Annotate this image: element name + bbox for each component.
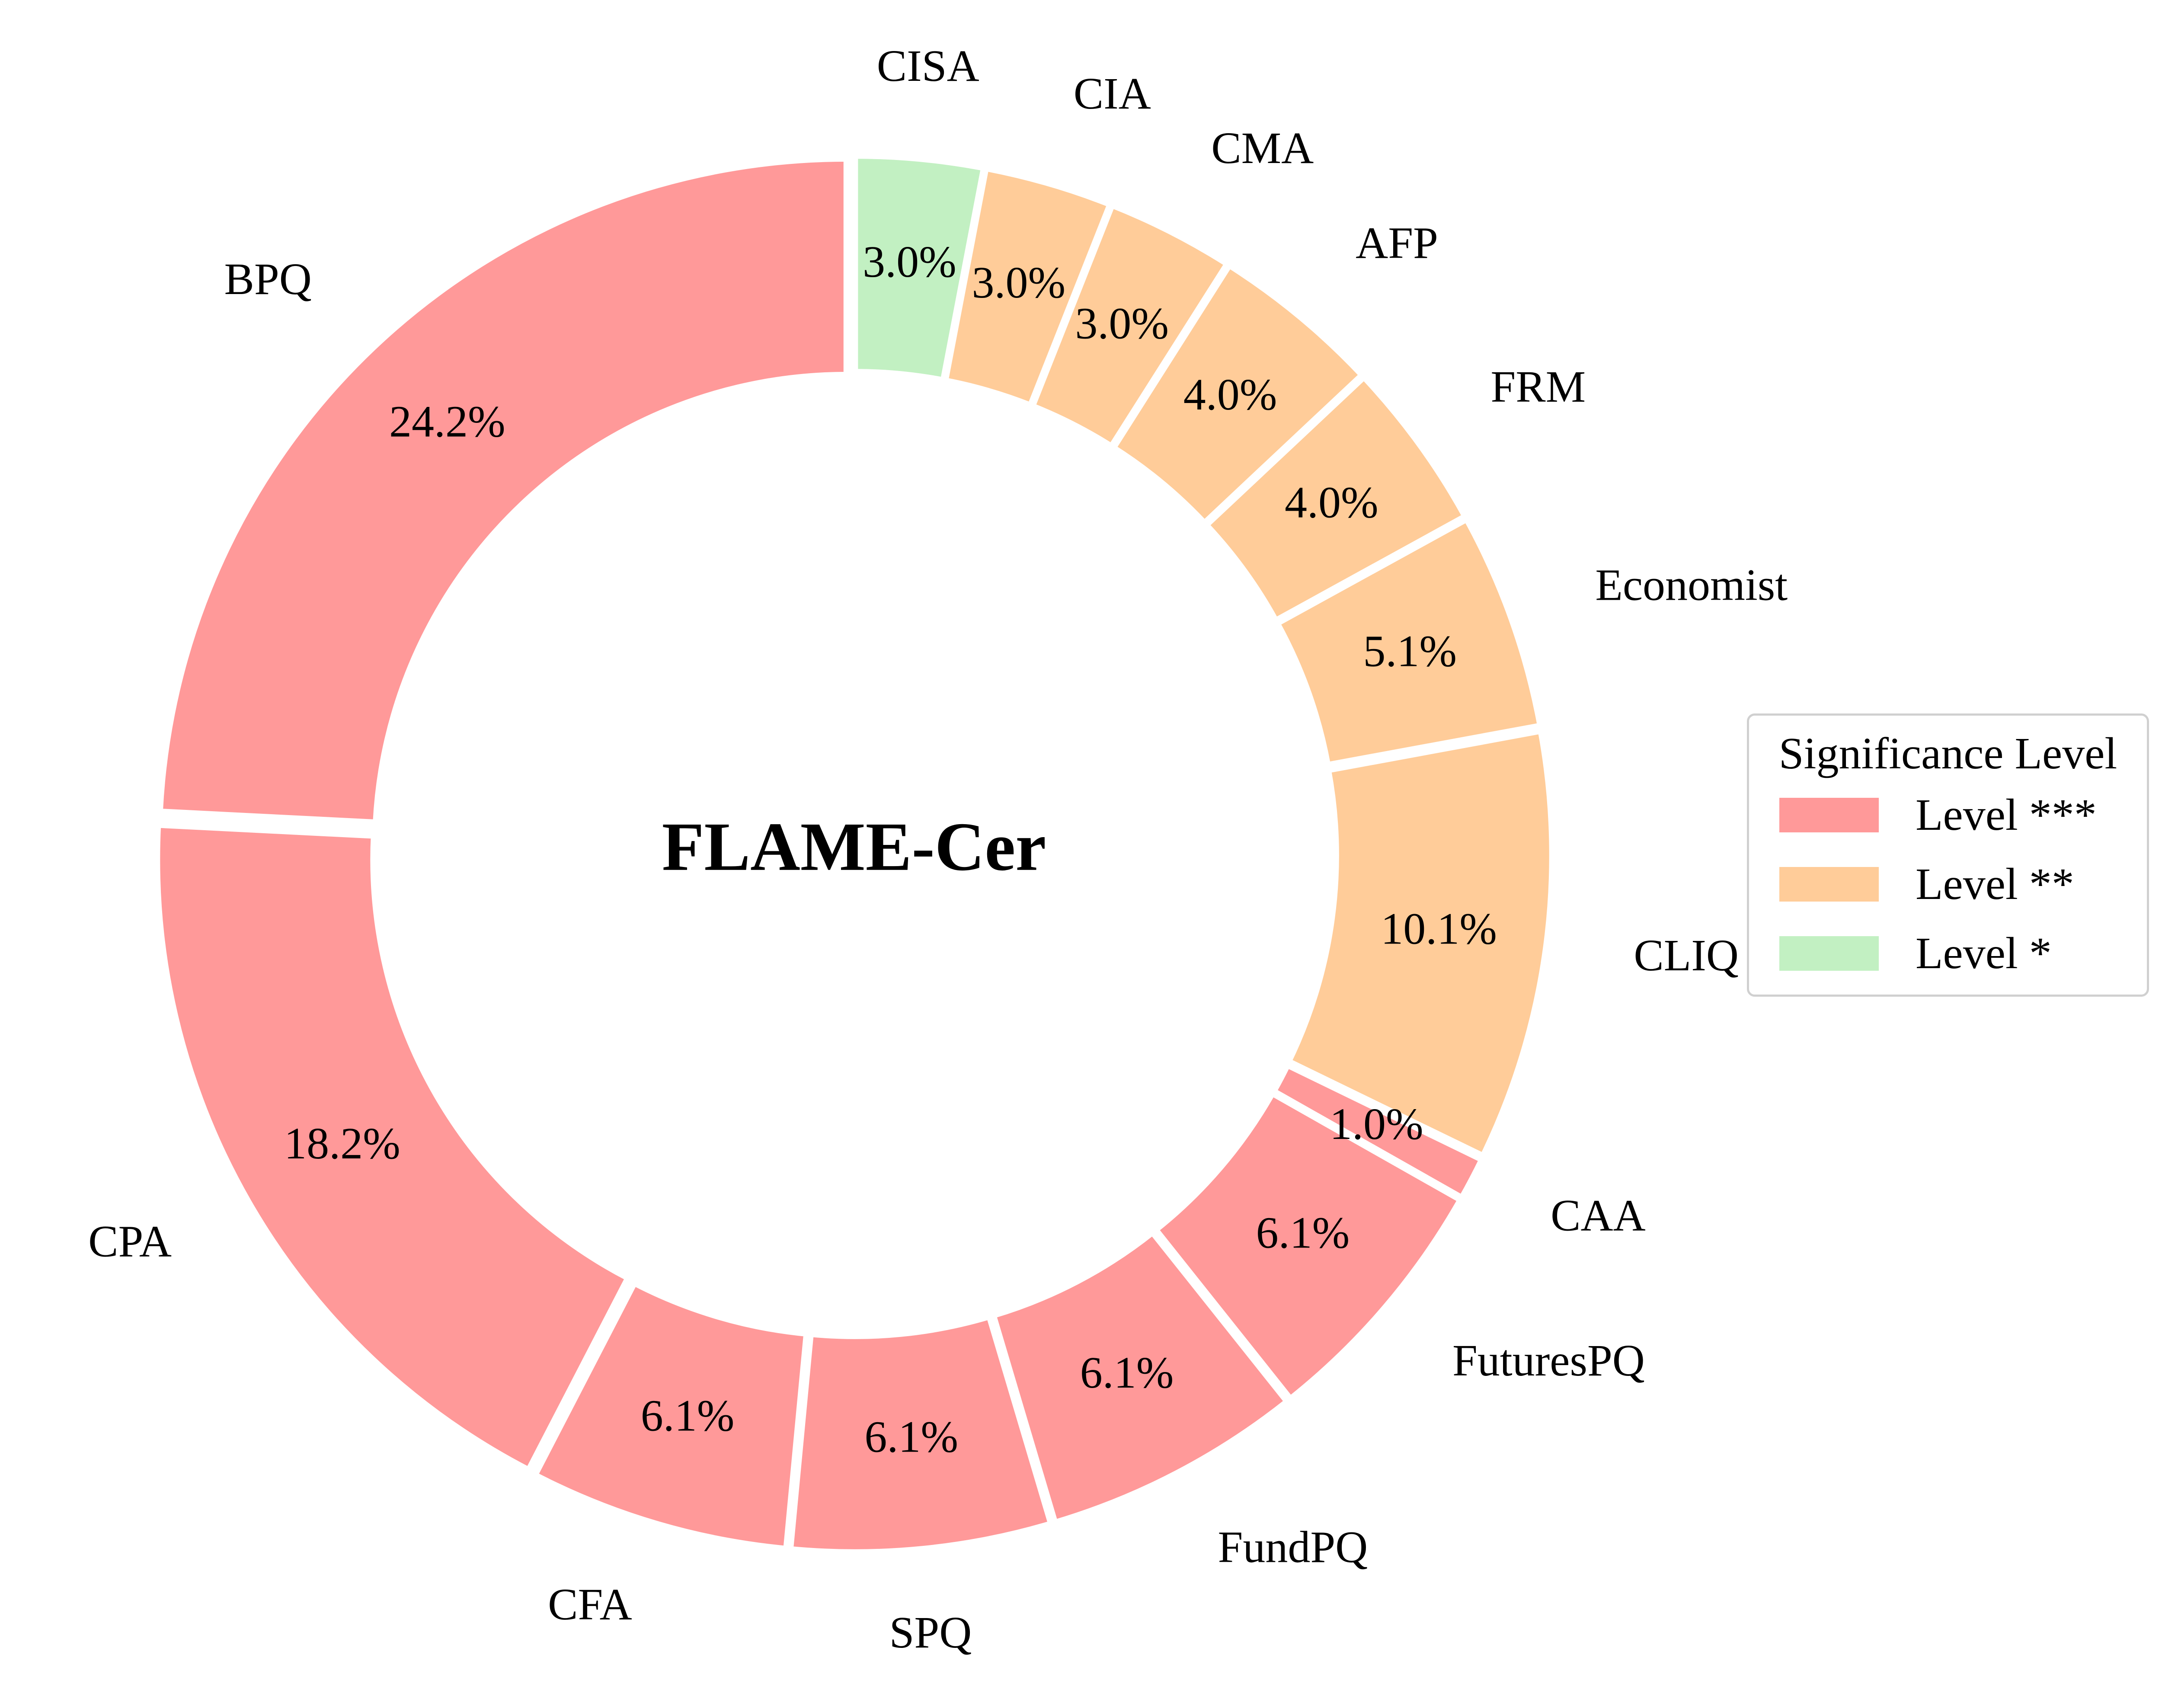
legend-swatch-level-2 — [1779, 867, 1879, 902]
slice-frm — [1202, 372, 1470, 625]
category-label-cfa: CFA — [548, 1580, 632, 1629]
category-label-bpq: BPQ — [224, 254, 312, 304]
slice-bpq — [157, 155, 850, 826]
slice-economist — [1273, 515, 1544, 769]
pct-label-caa: 1.0% — [1330, 1099, 1423, 1149]
slice-fundpq — [989, 1228, 1292, 1526]
legend-label-level-1: Level * — [1916, 928, 2052, 978]
category-label-frm: FRM — [1490, 362, 1586, 412]
pct-label-economist: 5.1% — [1363, 627, 1457, 676]
slice-futurespq — [1151, 1089, 1465, 1404]
legend-title: Significance Level — [1778, 729, 2117, 778]
pct-label-frm: 4.0% — [1285, 478, 1378, 528]
category-label-cisa: CISA — [877, 41, 979, 91]
slice-cliq — [1284, 727, 1555, 1160]
slice-cpa — [154, 822, 632, 1475]
slices-layer — [154, 153, 1555, 1555]
pct-label-afp: 4.0% — [1183, 370, 1277, 419]
legend-swatch-level-1 — [1779, 936, 1879, 971]
category-label-afp: AFP — [1356, 218, 1438, 268]
pct-label-cliq: 10.1% — [1381, 904, 1497, 954]
pct-label-futurespq: 6.1% — [1256, 1208, 1350, 1257]
pct-label-cfa: 6.1% — [641, 1391, 735, 1440]
legend: Significance Level Level *** Level ** Le… — [1747, 713, 2149, 997]
labels-layer: 3.0% CISA 3.0% CIA 3.0% CMA 4.0% AFP 4.0% FRM 5.1%… — [88, 41, 1788, 1657]
pct-label-cma: 3.0% — [1075, 299, 1169, 349]
legend-label-level-3: Level *** — [1916, 790, 2097, 840]
slice-cfa — [531, 1279, 810, 1552]
slice-spq — [787, 1312, 1055, 1555]
pct-label-cisa: 3.0% — [863, 237, 956, 287]
pct-label-cpa: 18.2% — [284, 1119, 400, 1168]
category-label-cpa: CPA — [88, 1217, 172, 1267]
category-label-caa: CAA — [1551, 1190, 1646, 1240]
pct-label-cia: 3.0% — [972, 258, 1066, 307]
pct-label-spq: 6.1% — [864, 1412, 958, 1462]
center-title: FLAME-Cer — [662, 808, 1046, 885]
category-label-economist: Economist — [1595, 560, 1788, 610]
category-label-cliq: CLIQ — [1634, 931, 1739, 980]
category-label-futurespq: FuturesPQ — [1452, 1336, 1645, 1385]
category-label-cia: CIA — [1074, 69, 1151, 118]
category-label-spq: SPQ — [889, 1608, 972, 1657]
legend-swatch-level-3 — [1779, 798, 1879, 832]
pct-label-bpq: 24.2% — [389, 397, 505, 447]
category-label-cma: CMA — [1211, 123, 1314, 173]
pct-label-fundpq: 6.1% — [1080, 1348, 1174, 1398]
category-label-fundpq: FundPQ — [1218, 1522, 1368, 1572]
legend-label-level-2: Level ** — [1916, 859, 2074, 909]
